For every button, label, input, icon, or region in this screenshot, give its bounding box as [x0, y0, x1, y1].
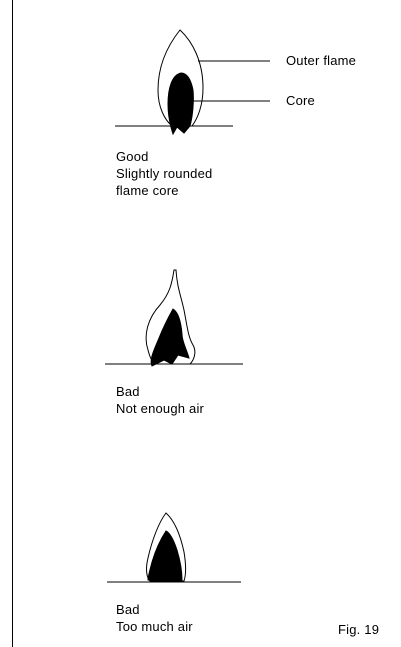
outer-flame-label: Outer flame	[286, 52, 356, 69]
not-enough-air-flame-diagram	[105, 270, 243, 366]
core-label: Core	[286, 92, 315, 109]
flame-core-shape-1	[168, 73, 193, 134]
too-much-air-flame-diagram	[107, 513, 241, 582]
good-flame-diagram	[115, 30, 270, 134]
good-flame-description-line-1: Slightly rounded	[116, 165, 212, 182]
good-flame-verdict: Good	[116, 148, 149, 165]
figure-label: Fig. 19	[338, 621, 379, 638]
too-much-air-verdict: Bad	[116, 601, 140, 618]
not-enough-air-description: Not enough air	[116, 400, 204, 417]
too-much-air-description: Too much air	[116, 618, 193, 635]
good-flame-description-line-2: flame core	[116, 182, 179, 199]
not-enough-air-verdict: Bad	[116, 383, 140, 400]
flame-core-shape-2	[151, 309, 189, 366]
